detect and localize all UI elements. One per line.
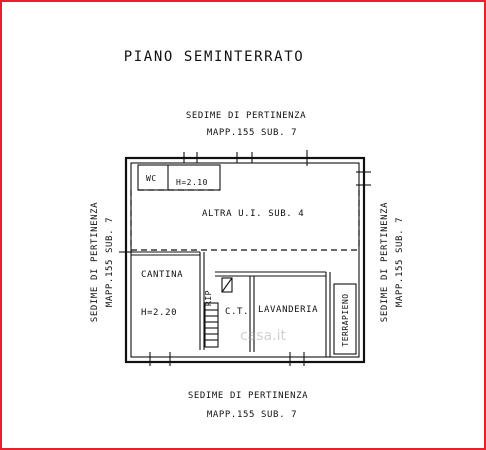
terrapieno-label: TERRAPIENO — [341, 293, 350, 346]
outer-walls — [119, 150, 371, 366]
lavanderia-label: LAVANDERIA — [258, 305, 318, 315]
rip-label: RIP — [204, 290, 213, 306]
lower-partitions — [131, 251, 331, 357]
bottom-boundary-label-2: MAPP.155 SUB. 7 — [207, 410, 297, 420]
right-boundary-label-1: SEDIME DI PERTINENZA — [380, 202, 390, 322]
altra-ui-label: ALTRA U.I. SUB. 4 — [202, 209, 304, 219]
cantina-height-label: H=2.20 — [141, 308, 177, 318]
wc-label: WC — [146, 174, 157, 183]
cantina-label: CANTINA — [141, 270, 183, 280]
left-boundary-label-1: SEDIME DI PERTINENZA — [90, 202, 100, 322]
stair-symbol — [204, 277, 233, 348]
right-boundary-label-2: MAPP.155 SUB. 7 — [395, 217, 405, 307]
altra-ui-dashed-area — [130, 189, 360, 251]
plan-title: PIANO SEMINTERRATO — [124, 49, 305, 65]
wc-room — [137, 164, 221, 191]
bottom-boundary-label-1: SEDIME DI PERTINENZA — [188, 391, 308, 401]
left-boundary-label-2: MAPP.155 SUB. 7 — [105, 217, 115, 307]
wc-height-label: H=2.10 — [176, 178, 208, 187]
watermark: casa.it — [240, 328, 286, 344]
ct-label: C.T. — [225, 307, 249, 317]
top-boundary-label-1: SEDIME DI PERTINENZA — [186, 111, 306, 121]
terrapieno-box — [333, 283, 357, 355]
top-boundary-label-2: MAPP.155 SUB. 7 — [207, 128, 297, 138]
